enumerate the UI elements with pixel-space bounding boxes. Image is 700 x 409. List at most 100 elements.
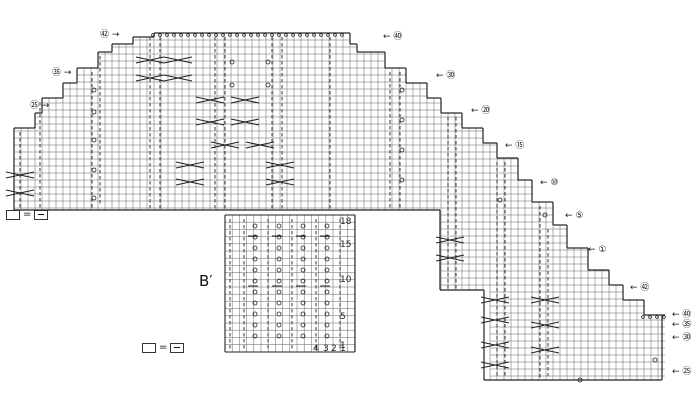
- edge-dot-symbol: [305, 33, 309, 37]
- yarn-over-symbol: [276, 300, 282, 306]
- yarn-over-symbol: [324, 278, 330, 284]
- yarn-over-symbol: [276, 333, 282, 339]
- yarn-over-symbol: [300, 322, 306, 328]
- edge-dot-symbol: [186, 33, 190, 37]
- edge-dot-symbol: [249, 33, 253, 37]
- row-marker-label: ← ㉕: [672, 366, 691, 377]
- yarn-over-symbol: [399, 117, 405, 123]
- yarn-over-symbol: [252, 333, 258, 339]
- edge-dot-symbol: [270, 33, 274, 37]
- yarn-over-symbol: [324, 333, 330, 339]
- edge-dot-symbol: [207, 33, 211, 37]
- yarn-over-symbol: [300, 234, 306, 240]
- yarn-over-symbol: [399, 177, 405, 183]
- chart-b-stitch-number: 2: [331, 344, 337, 354]
- legend-empty-cell: [6, 210, 20, 220]
- chart-b-grid: [224, 214, 356, 353]
- chart-b-stitch-number: 4: [313, 344, 319, 354]
- chart-b-row-number: 15: [340, 240, 352, 250]
- yarn-over-symbol: [276, 289, 282, 295]
- yarn-over-symbol: [300, 223, 306, 229]
- yarn-over-symbol: [252, 234, 258, 240]
- legend-empty-cell: [142, 343, 156, 353]
- main-chart-grid: [5, 32, 666, 383]
- yarn-over-symbol: [91, 87, 97, 93]
- yarn-over-symbol: [324, 234, 330, 240]
- legend-equals: =: [23, 209, 32, 220]
- chart-b-label: B′: [199, 272, 213, 290]
- row-marker-label: ㉕ →: [30, 100, 50, 111]
- edge-dot-symbol: [326, 33, 330, 37]
- yarn-over-symbol: [324, 322, 330, 328]
- cable-cross-mark: [480, 296, 510, 304]
- edge-dot-symbol: [221, 33, 225, 37]
- yarn-over-symbol: [276, 267, 282, 273]
- yarn-over-symbol: [91, 167, 97, 173]
- row-marker-label: ← ⑳: [471, 105, 490, 116]
- edge-dot-symbol: [165, 33, 169, 37]
- row-marker-label: ㉟ →: [52, 67, 72, 78]
- row-marker-label: ← ⑩: [540, 178, 558, 188]
- yarn-over-symbol: [300, 300, 306, 306]
- yarn-over-symbol: [252, 322, 258, 328]
- edge-dot-symbol: [263, 33, 267, 37]
- cable-cross-mark: [480, 361, 510, 369]
- edge-dot-symbol: [648, 315, 652, 319]
- yarn-over-symbol: [652, 357, 658, 363]
- cable-cross-mark: [435, 236, 465, 244]
- chart-b-row-number: 5: [340, 312, 346, 322]
- yarn-over-symbol: [276, 223, 282, 229]
- legend-bottom: =: [142, 342, 185, 353]
- yarn-over-symbol: [399, 147, 405, 153]
- edge-dot-symbol: [312, 33, 316, 37]
- edge-dot-symbol: [242, 33, 246, 37]
- yarn-over-symbol: [252, 223, 258, 229]
- cable-cross-mark: [5, 189, 35, 197]
- cable-cross-mark: [135, 74, 165, 82]
- edge-dot-symbol: [319, 33, 323, 37]
- yarn-over-symbol: [324, 289, 330, 295]
- edge-dot-symbol: [284, 33, 288, 37]
- yarn-over-symbol: [252, 278, 258, 284]
- cable-cross-mark: [265, 178, 295, 186]
- cable-cross-mark: [195, 118, 225, 126]
- edge-dot-symbol: [200, 33, 204, 37]
- edge-dot-symbol: [641, 315, 645, 319]
- row-marker-label: ← ①: [588, 245, 606, 255]
- row-marker-label: ← ㊷: [630, 282, 649, 293]
- yarn-over-symbol: [276, 234, 282, 240]
- row-marker-label: ← ㊵: [672, 309, 691, 320]
- legend-equals: =: [159, 342, 168, 353]
- cable-cross-mark: [245, 141, 275, 149]
- edge-dot-symbol: [228, 33, 232, 37]
- yarn-over-symbol: [252, 267, 258, 273]
- row-marker-label: ← ⑮: [505, 140, 524, 151]
- yarn-over-symbol: [276, 278, 282, 284]
- yarn-over-symbol: [300, 267, 306, 273]
- yarn-over-symbol: [324, 300, 330, 306]
- chart-b-row-number: 10: [340, 275, 352, 285]
- yarn-over-symbol: [300, 256, 306, 262]
- yarn-over-symbol: [399, 87, 405, 93]
- yarn-over-symbol: [324, 267, 330, 273]
- cable-cross-mark: [163, 74, 193, 82]
- cable-cross-mark: [230, 118, 260, 126]
- edge-dot-symbol: [151, 33, 155, 37]
- edge-dot-symbol: [662, 315, 666, 319]
- row-marker-label: ㊷ →: [100, 29, 120, 40]
- edge-dot-symbol: [340, 33, 344, 37]
- yarn-over-symbol: [252, 289, 258, 295]
- yarn-over-symbol: [497, 197, 503, 203]
- chart-b-stitch-number: 3: [323, 344, 329, 354]
- cable-cross-mark: [210, 141, 240, 149]
- cable-cross-mark: [480, 341, 510, 349]
- yarn-over-symbol: [324, 245, 330, 251]
- yarn-over-symbol: [577, 377, 583, 383]
- edge-dot-symbol: [158, 33, 162, 37]
- edge-dot-symbol: [655, 315, 659, 319]
- yarn-over-symbol: [324, 223, 330, 229]
- yarn-over-symbol: [324, 311, 330, 317]
- yarn-over-symbol: [324, 256, 330, 262]
